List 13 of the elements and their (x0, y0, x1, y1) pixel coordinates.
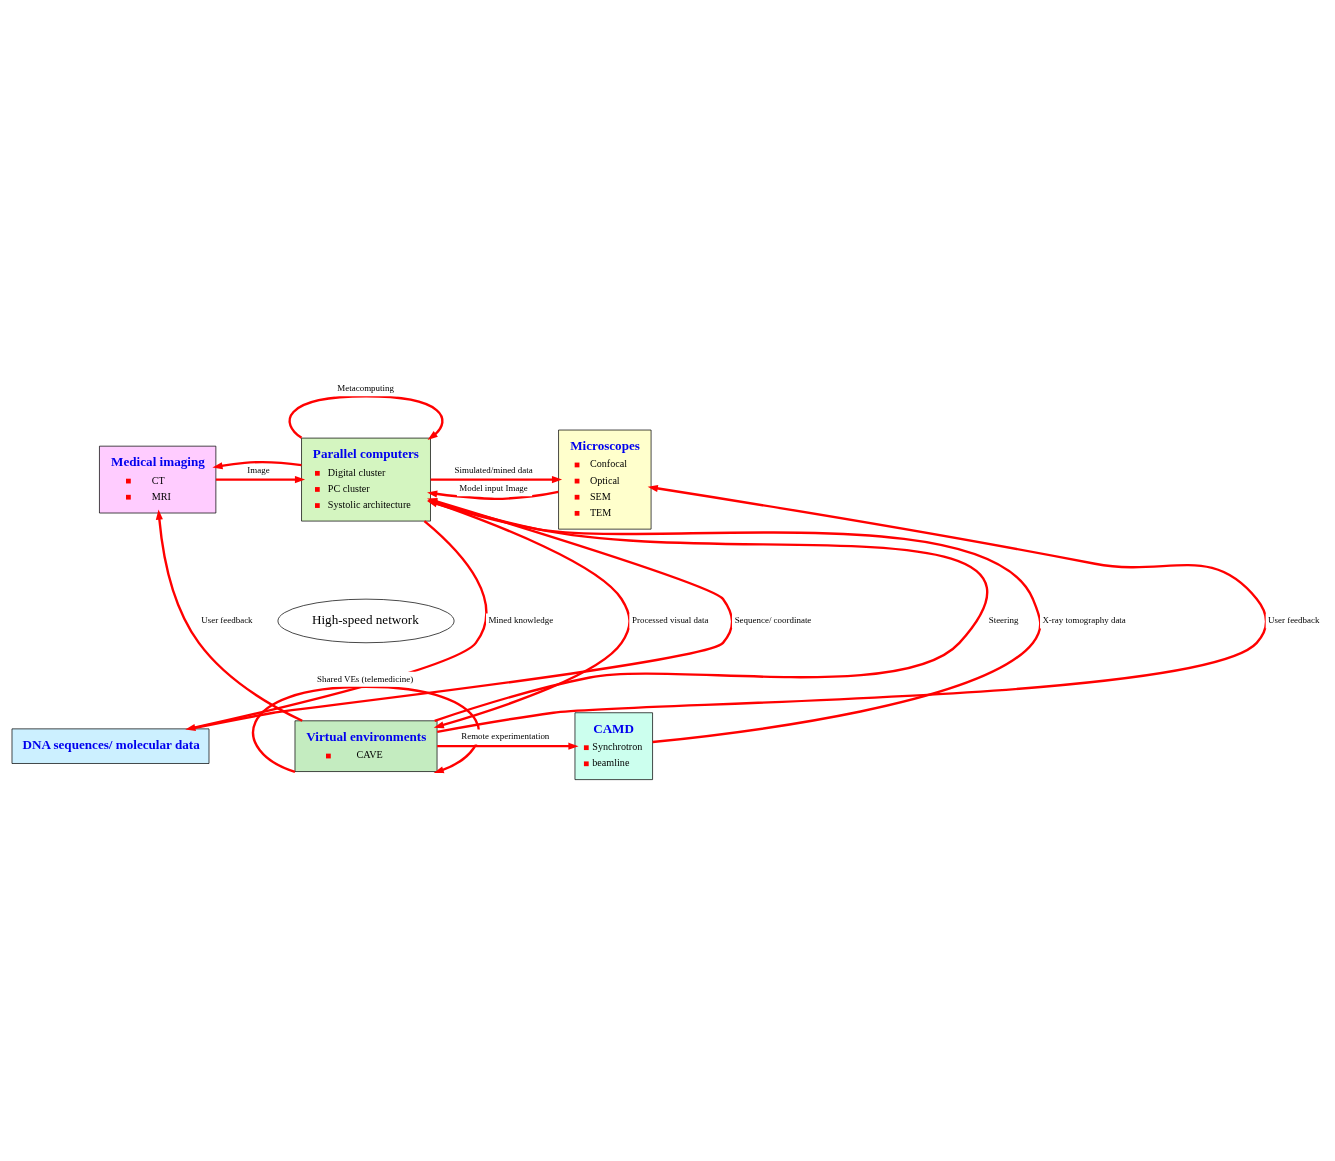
edge-label: Model input Image (459, 483, 528, 494)
edge-label: Shared VEs (telemedicine) (317, 673, 414, 684)
edge-label: Simulated/mined data (454, 464, 533, 475)
edge-label: Processed visual data (631, 615, 709, 626)
edge-label: Metacomputing (337, 383, 394, 394)
edge-label: Image (247, 464, 270, 475)
edge-label: Steering (988, 615, 1019, 626)
edge-label: User feedback (1268, 615, 1320, 626)
edge-label: Mined knowledge (488, 615, 554, 626)
edge-label: Sequence/ coordinate (734, 615, 812, 626)
edge-label: X-ray tomography data (1042, 615, 1126, 626)
edge-label: User feedback (201, 615, 253, 626)
edge-label: Remote experimentation (461, 731, 550, 742)
